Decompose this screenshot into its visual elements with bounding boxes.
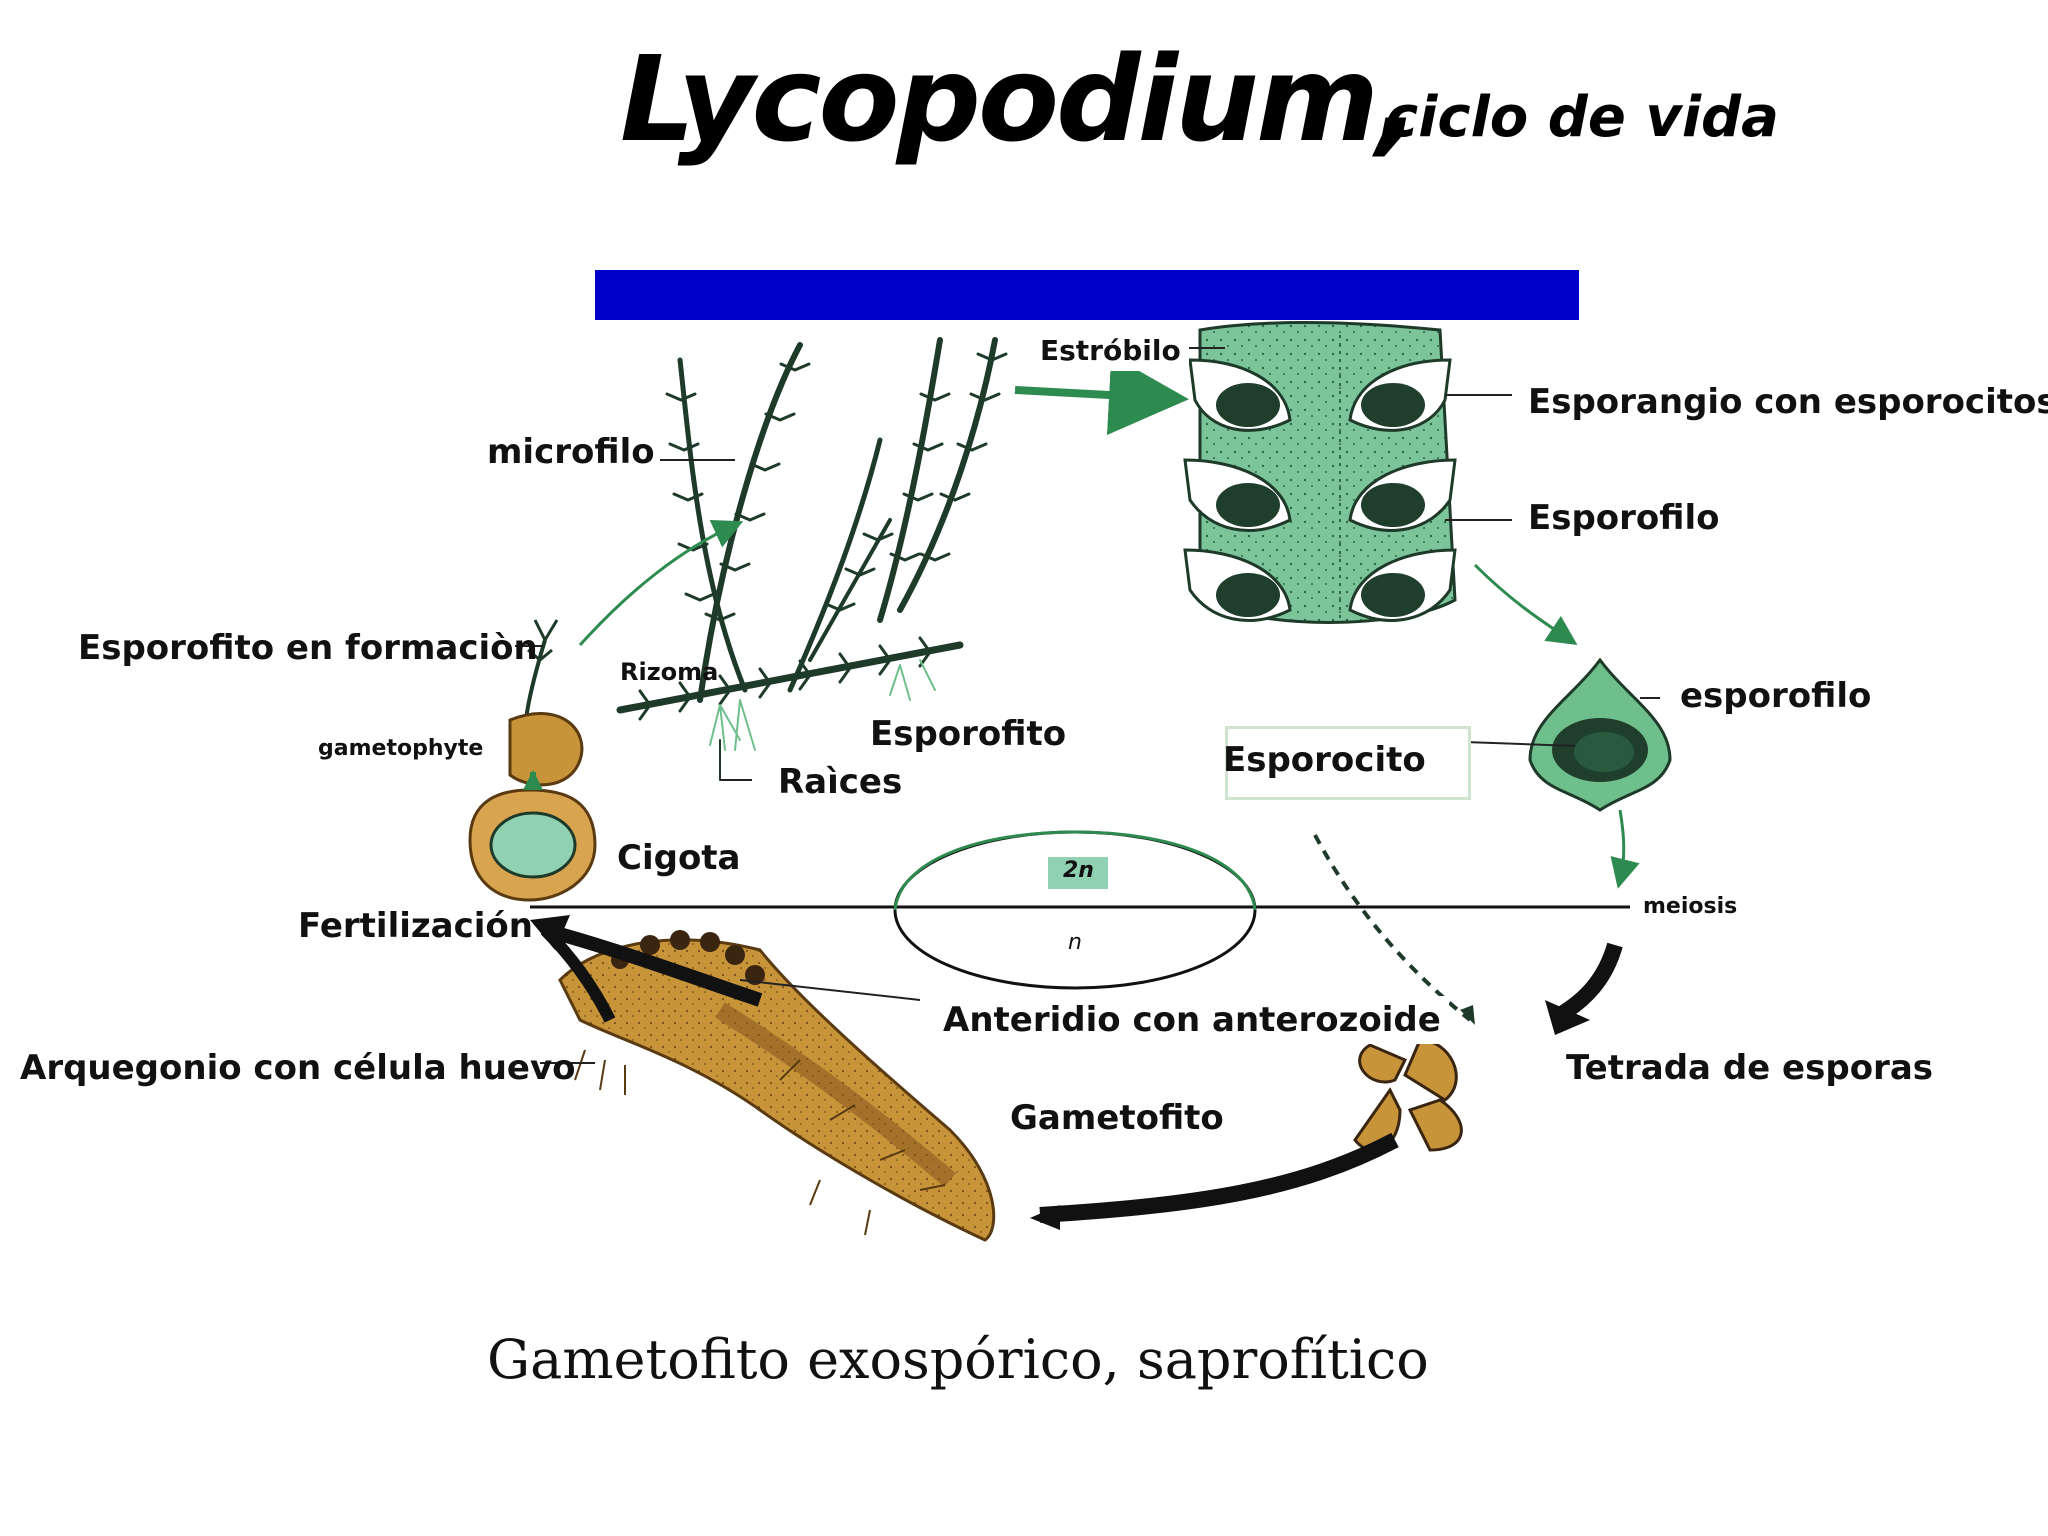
leader-lines (515, 347, 1660, 1064)
label-esporofito-formacion: Esporofito en formaciòn (78, 628, 538, 668)
label-n: n (1068, 930, 1082, 955)
blue-header-bar (595, 270, 1579, 320)
zygote (468, 770, 597, 902)
label-cigota: Cigota (617, 838, 741, 878)
label-anteridio: Anteridio con anterozoide (935, 996, 1449, 1044)
page-title: Lycopodium, ciclo de vida (620, 30, 1820, 170)
sporophyte-plant (616, 337, 1008, 781)
label-esporofilo-upper: Esporofilo (1520, 494, 1728, 542)
slide-caption: Gametofito exospórico, saprofítico (487, 1328, 1429, 1391)
label-2n: 2n (1063, 858, 1094, 883)
label-esporocito: Esporocito (1223, 740, 1426, 780)
label-raices: Raìces (770, 758, 911, 806)
gametophyte (558, 930, 996, 1242)
label-tetrada: Tetrada de esporas (1566, 1048, 1933, 1088)
label-esporofilo-lower: esporofilo (1680, 676, 1872, 716)
label-microfilo: microfilo (487, 432, 655, 472)
label-gametophyte: gametophyte (318, 736, 484, 761)
title-main: Lycopodium, (620, 30, 1421, 168)
label-meiosis: meiosis (1643, 894, 1738, 919)
label-esporofito: Esporofito (862, 710, 1075, 758)
sporophyll-detail (1528, 657, 1672, 812)
label-rizoma: Rizoma (620, 658, 719, 686)
ploidy-divider (530, 830, 1630, 990)
label-gametofito: Gametofito (1010, 1098, 1224, 1138)
label-arquegonio: Arquegonio con célula huevo (20, 1048, 576, 1088)
label-esporangio: Esporangio con esporocitos (1520, 378, 2048, 426)
cycle-arrows (530, 355, 1640, 1230)
strobilus-section (1183, 321, 1457, 624)
label-fertilizacion: Fertilización (298, 906, 533, 946)
label-estrobilo: Estróbilo (1032, 330, 1189, 371)
title-subtitle: ciclo de vida (1385, 85, 1779, 150)
spore-tetrad (1353, 1038, 1463, 1152)
esporocito-box (1225, 726, 1471, 800)
